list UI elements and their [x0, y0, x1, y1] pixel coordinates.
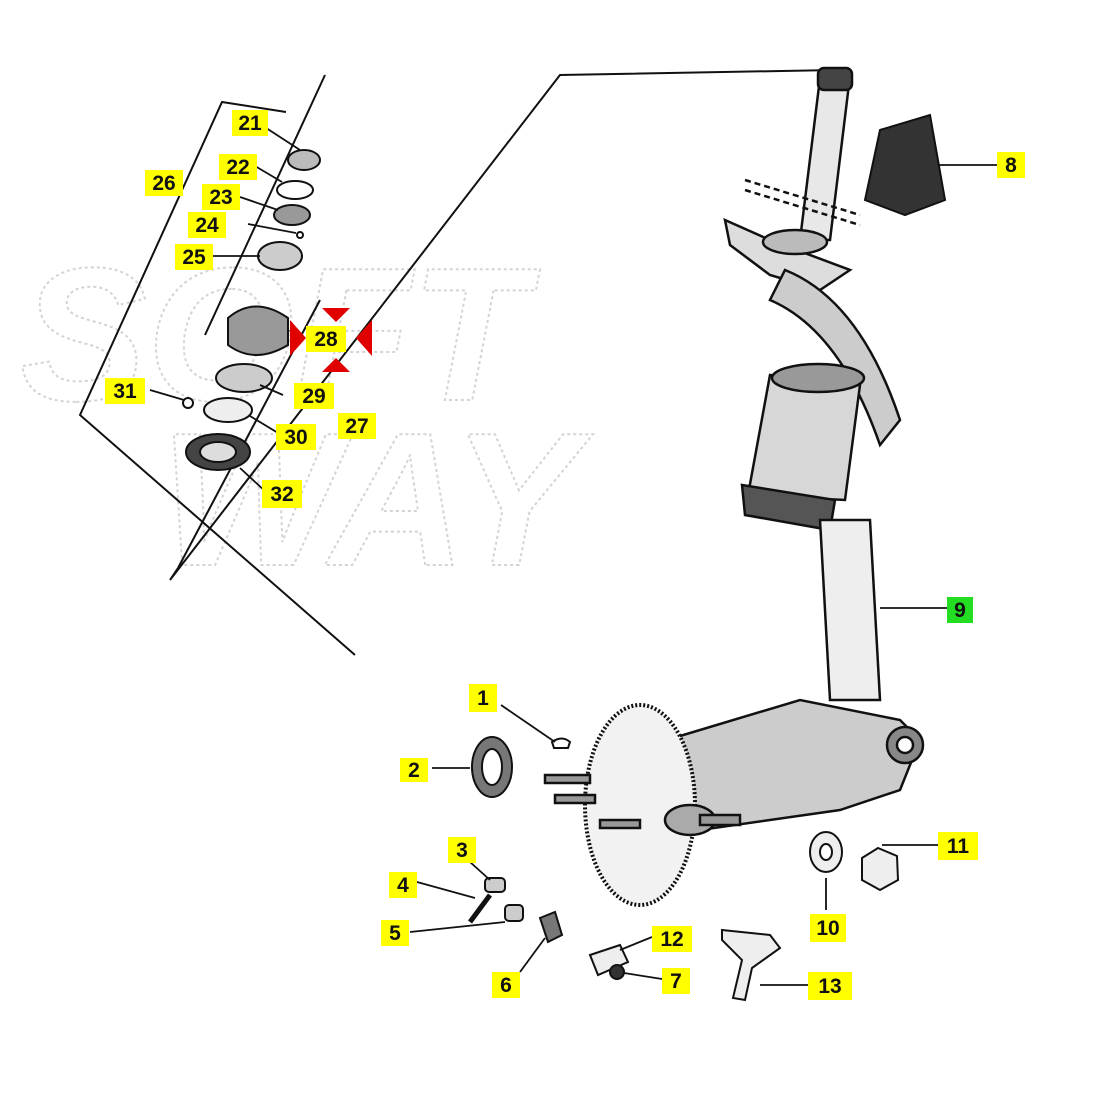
callout-box — [938, 832, 978, 860]
loose-parts — [467, 736, 900, 1002]
callout-24[interactable]: 24 — [188, 212, 226, 238]
callout-box — [492, 972, 520, 998]
callout-number: 31 — [113, 380, 137, 403]
callout-box — [338, 413, 376, 439]
callout-box — [306, 326, 346, 352]
callout-9[interactable]: 9 — [947, 597, 973, 623]
callout-25[interactable]: 25 — [175, 244, 213, 270]
callout-box — [389, 872, 417, 898]
callout-3[interactable]: 3 — [448, 837, 476, 863]
callout-box — [947, 597, 973, 623]
callout-number: 32 — [270, 483, 293, 506]
callout-number: 26 — [152, 172, 175, 195]
callout-number: 10 — [816, 917, 839, 940]
callout-box — [105, 378, 145, 404]
callout-box — [175, 244, 213, 270]
callout-number: 7 — [670, 970, 682, 993]
callout-number: 8 — [1005, 154, 1017, 177]
callout-7[interactable]: 7 — [662, 968, 690, 994]
callout-26[interactable]: 26 — [145, 170, 183, 196]
steering-knuckle — [638, 66, 925, 832]
callout-number: 11 — [947, 835, 970, 858]
callout-box — [202, 184, 240, 210]
callout-2[interactable]: 2 — [400, 758, 428, 782]
callout-box — [810, 914, 846, 942]
callout-number: 22 — [226, 156, 249, 179]
callout-23[interactable]: 23 — [202, 184, 240, 210]
callout-number: 1 — [477, 687, 489, 710]
callout-box — [448, 837, 476, 863]
red-marker-arrows — [290, 308, 372, 372]
callout-22[interactable]: 22 — [219, 154, 257, 180]
callout-box — [219, 154, 257, 180]
leader-lines — [149, 123, 997, 986]
callout-box — [808, 972, 852, 1000]
callout-box — [997, 152, 1025, 178]
callout-number: 13 — [818, 975, 841, 998]
callout-box — [652, 926, 692, 952]
callout-28[interactable]: 28 — [306, 326, 346, 352]
callout-number: 4 — [397, 874, 409, 897]
callout-number: 21 — [238, 112, 262, 135]
callout-13[interactable]: 13 — [808, 972, 852, 1000]
callout-number: 24 — [195, 214, 219, 237]
callout-number: 25 — [182, 246, 206, 269]
callout-box — [381, 920, 409, 946]
callout-30[interactable]: 30 — [276, 424, 316, 450]
callout-number: 27 — [345, 415, 368, 438]
hub-drum — [543, 703, 742, 907]
callout-4[interactable]: 4 — [389, 872, 417, 898]
callout-32[interactable]: 32 — [262, 480, 302, 508]
callout-6[interactable]: 6 — [492, 972, 520, 998]
callout-number: 30 — [284, 426, 307, 449]
callout-1[interactable]: 1 — [469, 684, 497, 712]
callout-number: 12 — [660, 928, 683, 951]
callout-box — [262, 480, 302, 508]
callout-number: 28 — [314, 328, 338, 351]
watermark-line2: WAY — [160, 394, 594, 606]
callout-number: 3 — [456, 839, 468, 862]
callout-number: 6 — [500, 974, 512, 997]
callout-box — [469, 684, 497, 712]
callout-number: 23 — [209, 186, 232, 209]
watermark: SOFT WAY — [19, 228, 595, 607]
callout-31[interactable]: 31 — [105, 378, 145, 404]
callout-number: 5 — [389, 922, 401, 945]
callout-box — [276, 424, 316, 450]
callout-5[interactable]: 5 — [381, 920, 409, 946]
callout-29[interactable]: 29 — [294, 383, 334, 409]
callout-box — [145, 170, 183, 196]
callout-number: 2 — [408, 759, 420, 782]
callout-number: 9 — [954, 599, 966, 622]
callout-box — [662, 968, 690, 994]
callout-box — [400, 758, 428, 782]
inset-parts — [182, 149, 321, 471]
dust-cap-part — [863, 113, 947, 217]
callout-12[interactable]: 12 — [652, 926, 692, 952]
callout-27[interactable]: 27 — [338, 413, 376, 439]
callout-11[interactable]: 11 — [938, 832, 978, 860]
callout-number: 29 — [302, 385, 325, 408]
callout-8[interactable]: 8 — [997, 152, 1025, 178]
callout-box — [232, 110, 268, 136]
callout-21[interactable]: 21 — [232, 110, 268, 136]
callout-box — [188, 212, 226, 238]
callout-box — [294, 383, 334, 409]
callout-10[interactable]: 10 — [810, 914, 846, 942]
